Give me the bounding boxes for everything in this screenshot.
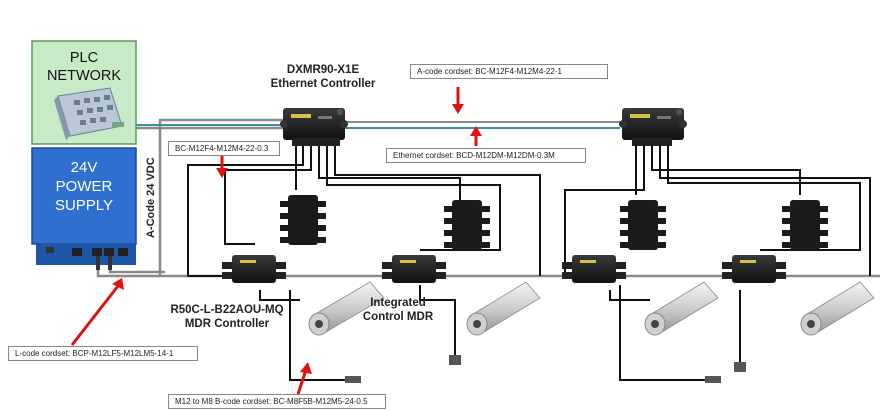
r50-heading: R50C-L-B22AOU-MQ MDR Controller (162, 303, 292, 331)
plc-label: PLC (70, 50, 98, 66)
power-supply-box (31, 147, 137, 245)
m8-cordset-callout: M12 to M8 B-code cordset: BC-M8F5B-M12M5… (168, 394, 386, 409)
mdr-subtitle: Control MDR (362, 311, 434, 323)
dxm-title: DXMR90-X1E (286, 64, 360, 76)
mdr-title: Integrated (370, 297, 426, 309)
m8-connectors (345, 355, 746, 383)
psu-base-connectors (36, 243, 136, 270)
io-block-4 (782, 200, 828, 250)
dxm-controller-left (280, 108, 348, 146)
mdr-controller-4 (722, 255, 786, 283)
dxm-subtitle: Ethernet Controller (270, 78, 376, 90)
io-cables (187, 140, 871, 381)
a-code-cordset-callout: A-code cordset: BC-M12F4-M12M4-22-1 (410, 64, 608, 79)
mdr-controller-3 (562, 255, 626, 283)
callout-arrows (70, 87, 482, 395)
a-code-vdc-label: A-Code 24 VDC (145, 157, 157, 238)
io-block-3 (620, 200, 666, 250)
psu-voltage-label: 24V (71, 159, 98, 176)
io-block-2 (444, 200, 490, 250)
dxm-controller-right (619, 108, 687, 146)
r50-subtitle: MDR Controller (184, 318, 270, 330)
dxm-heading: DXMR90-X1E Ethernet Controller (258, 63, 388, 91)
bc-short-cordset-callout: BC-M12F4-M12M4-22-0.3 (168, 141, 280, 156)
roller-1 (308, 281, 385, 336)
ethernet-cordset-callout: Ethernet cordset: BCD-M12DM-M12DM-0.3M (386, 148, 586, 163)
psu-supply-label: SUPPLY (55, 197, 113, 214)
l-code-cordset-callout: L-code cordset: BCP-M12LF5-M12LM5-14-1 (8, 346, 198, 361)
roller-3 (644, 281, 719, 336)
roller-4 (800, 281, 875, 336)
mdr-heading: Integrated Control MDR (348, 296, 448, 324)
psu-power-label: POWER (56, 178, 113, 195)
network-label: NETWORK (47, 68, 121, 84)
mdr-controller-1 (222, 255, 286, 283)
roller-2 (466, 281, 541, 336)
ethernet-cable (110, 121, 620, 129)
io-block-1 (280, 195, 326, 245)
plc-switch-icon (54, 87, 124, 140)
r50-title: R50C-L-B22AOU-MQ (170, 304, 284, 316)
mdr-controller-2 (382, 255, 446, 283)
